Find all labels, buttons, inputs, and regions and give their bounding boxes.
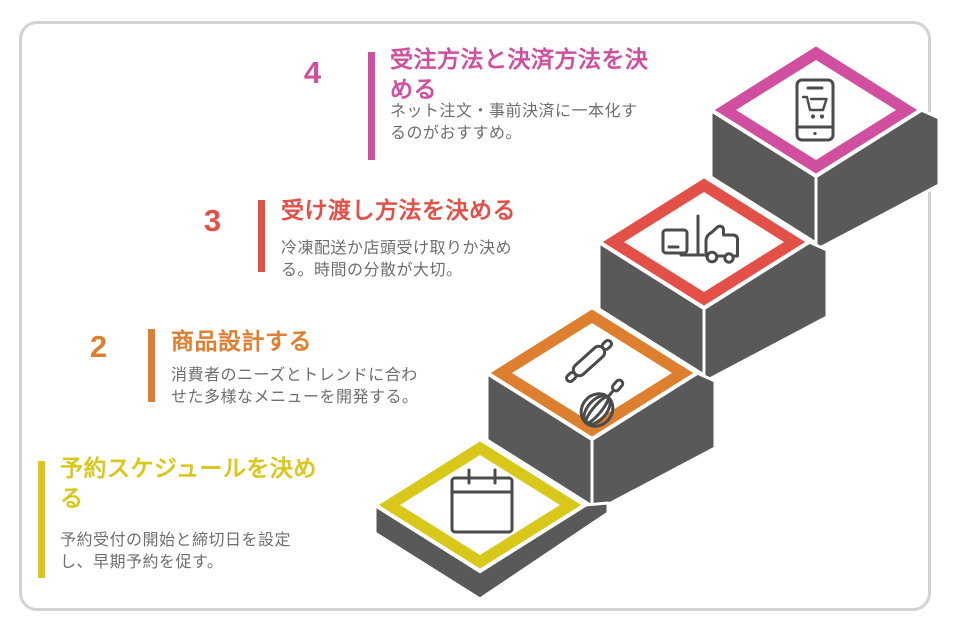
step-4-title: 受注方法と決済方法を決める (390, 46, 649, 102)
step-2-diamond (485, 305, 699, 441)
step-3-accent-bar (258, 200, 265, 272)
step-1-diamond-face (400, 455, 560, 555)
step-2-title: 商品設計する (171, 328, 312, 354)
step-2-number: 2 (89, 329, 108, 364)
smartphone-cart-icon (795, 78, 835, 142)
step-4-description: ネット注文・事前決済に一本化するのがおすすめ。 (390, 103, 638, 142)
step-1-diamond (373, 437, 587, 573)
step-3-diamond-face (624, 192, 784, 292)
calendar-icon (450, 468, 514, 534)
step-4-number: 4 (303, 55, 322, 90)
step-4-diamond (709, 42, 923, 178)
forklift-icon (661, 214, 739, 264)
step-1-title: 予約スケジュールを決める (60, 455, 317, 511)
step-3-description: 冷凍配送か店頭受け取りか決める。時間の分散が大切。 (281, 240, 513, 279)
step-4-accent-bar (368, 52, 375, 160)
step-2-diamond-face (512, 323, 672, 423)
step-3-number: 3 (203, 203, 222, 238)
step-3-diamond (597, 174, 811, 310)
step-1-description: 予約受付の開始と締切日を設定し、早期予約を促す。 (60, 532, 292, 571)
rolling-pin-whisk-icon (565, 338, 625, 428)
step-3-title: 受け渡し方法を決める (281, 197, 516, 223)
step-1-accent-bar (38, 461, 45, 578)
step-2-accent-bar (148, 329, 155, 402)
step-2-description: 消費者のニーズとトレンドに合わせた多様なメニューを開発する。 (171, 367, 419, 406)
